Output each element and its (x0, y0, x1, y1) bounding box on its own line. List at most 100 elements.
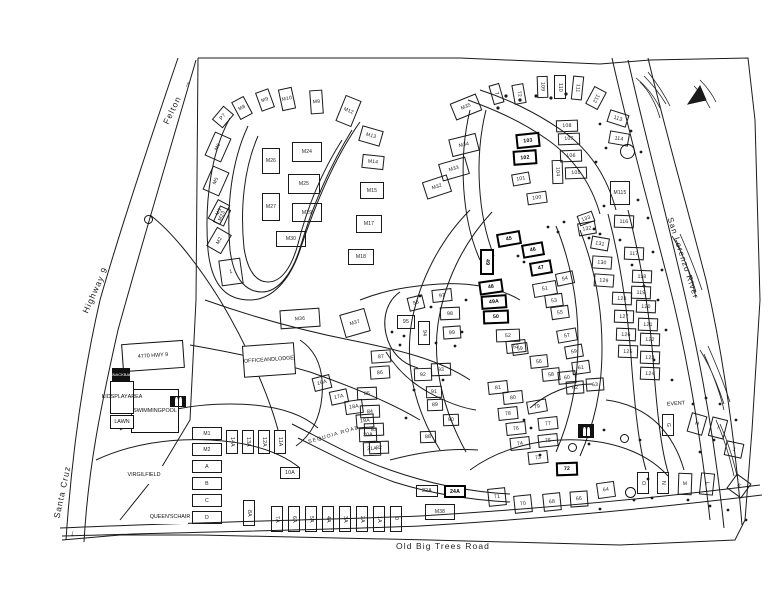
lot-62[interactable]: 62 (565, 380, 585, 395)
lot-99[interactable]: 99 (442, 325, 462, 340)
lot-11a[interactable]: 11A (274, 430, 286, 454)
lot-l[interactable]: L (698, 472, 716, 496)
lot-70[interactable]: 70 (513, 494, 533, 514)
lot-ob[interactable]: O (637, 472, 649, 494)
lot-93[interactable]: 93 (430, 362, 452, 377)
lot-130[interactable]: 130 (591, 255, 613, 270)
lot-m36[interactable]: M36 (279, 307, 321, 330)
lot-94[interactable]: 94 (418, 321, 430, 345)
lot-3a[interactable]: 3A (339, 506, 351, 532)
lot-107[interactable]: 107 (557, 132, 581, 146)
lot-108[interactable]: 108 (555, 119, 579, 133)
lot-m15[interactable]: M15 (360, 182, 384, 199)
lot-13a[interactable]: 13A (242, 430, 254, 454)
lot-81[interactable]: 81 (487, 379, 509, 396)
lot-95[interactable]: 95 (397, 315, 415, 329)
lot-72[interactable]: 72 (555, 461, 579, 477)
lot-m2b[interactable]: M2 (192, 443, 222, 456)
lot-m115[interactable]: M115 (610, 181, 630, 205)
lot-21a[interactable]: 21A (362, 441, 382, 457)
lot-120[interactable]: 120 (635, 299, 657, 314)
lot-66[interactable]: 66 (569, 490, 589, 508)
lot-102[interactable]: 102 (512, 149, 538, 166)
lot-105[interactable]: 105 (564, 166, 588, 180)
lot-n[interactable]: N (657, 472, 669, 494)
lot-18a[interactable]: 18A (344, 398, 364, 416)
lot-7a[interactable]: 7A (271, 506, 283, 532)
lot-m9b[interactable]: M9 (309, 89, 324, 115)
lot-74[interactable]: 74 (509, 435, 531, 452)
lot-m14[interactable]: M14 (361, 153, 385, 171)
lot-m[interactable]: M (677, 472, 693, 496)
lot-8a[interactable]: 8A (243, 500, 255, 526)
lot-1a[interactable]: 1A (373, 506, 385, 532)
lot-103[interactable]: 103 (515, 131, 541, 150)
lot-109[interactable]: 109 (536, 75, 549, 99)
lot-59b[interactable]: 59 (511, 341, 529, 357)
lot-75[interactable]: 75 (537, 432, 559, 449)
lot-77[interactable]: 77 (537, 415, 559, 432)
lot-2a[interactable]: 2A (356, 506, 368, 532)
lot-104[interactable]: 104 (551, 159, 564, 185)
lot-88[interactable]: 88 (419, 430, 437, 444)
lot-m17[interactable]: M17 (356, 215, 382, 233)
lot-m38[interactable]: M38 (425, 504, 455, 520)
lot-106[interactable]: 106 (559, 149, 583, 163)
lot-50[interactable]: 50 (482, 309, 510, 325)
lot-d[interactable]: D (192, 511, 222, 524)
lot-5a[interactable]: 5A (305, 506, 317, 532)
lot-1[interactable]: 1 (218, 257, 244, 287)
lot-116[interactable]: 116 (613, 214, 635, 229)
lot-110[interactable]: 110 (554, 75, 566, 99)
lot-49[interactable]: 49 (480, 249, 494, 275)
lot-61[interactable]: 61 (571, 359, 591, 376)
lot-119[interactable]: 119 (630, 285, 652, 300)
lot-128[interactable]: 128 (611, 291, 633, 306)
lot-10a[interactable]: 10A (280, 467, 300, 479)
lot-49a[interactable]: 49A (480, 294, 508, 310)
lot-90[interactable]: 90 (442, 413, 460, 427)
lot-76[interactable]: 76 (505, 420, 527, 437)
lot-m25[interactable]: M25 (288, 174, 320, 194)
lot-117[interactable]: 117 (623, 246, 645, 261)
lot-78[interactable]: 78 (497, 405, 519, 422)
lot-56[interactable]: 56 (529, 354, 549, 369)
lot-12a[interactable]: 12A (258, 430, 270, 454)
lot-98[interactable]: 98 (439, 306, 461, 321)
lot-m26[interactable]: M26 (262, 148, 280, 174)
lot-127[interactable]: 127 (613, 309, 635, 324)
lot-m1[interactable]: M1 (192, 427, 222, 440)
lot-19a[interactable]: 19A (355, 413, 375, 429)
lot-92[interactable]: 92 (413, 367, 433, 382)
lot-m27[interactable]: M27 (262, 193, 280, 221)
lot-63[interactable]: 63 (585, 377, 605, 392)
lot-86[interactable]: 86 (369, 365, 391, 380)
lot-71[interactable]: 71 (487, 487, 507, 507)
lot-55[interactable]: 55 (550, 304, 570, 321)
lot-126[interactable]: 126 (615, 327, 637, 342)
lot-m30[interactable]: M30 (276, 231, 306, 247)
lot-64[interactable]: 64 (595, 480, 617, 500)
lot-89[interactable]: 89 (426, 398, 444, 412)
lot-14a[interactable]: 14A (226, 430, 238, 454)
lot-6a[interactable]: 6A (288, 506, 300, 532)
lot-68[interactable]: 68 (542, 492, 562, 512)
lot-73[interactable]: 73 (527, 449, 549, 466)
lot-123[interactable]: 123 (639, 350, 661, 365)
lot-a[interactable]: A (192, 460, 222, 473)
lot-118[interactable]: 118 (631, 269, 653, 284)
lot-c[interactable]: C (192, 494, 222, 507)
lot-b[interactable]: B (192, 477, 222, 490)
lot-m18[interactable]: M18 (348, 249, 374, 265)
lot-129[interactable]: 129 (593, 273, 615, 288)
lot-124[interactable]: 124 (639, 366, 661, 381)
lot-125[interactable]: 125 (617, 344, 639, 359)
lot-m24[interactable]: M24 (292, 142, 322, 162)
lot-g[interactable]: G (662, 414, 674, 436)
lot-m29[interactable]: M29 (292, 203, 322, 222)
lot-122[interactable]: 122 (639, 332, 661, 347)
lot-4a[interactable]: 4A (322, 506, 334, 532)
lot-87[interactable]: 87 (370, 349, 392, 364)
lot-97[interactable]: 97 (431, 287, 453, 304)
lot-24a[interactable]: 24A (444, 485, 466, 498)
